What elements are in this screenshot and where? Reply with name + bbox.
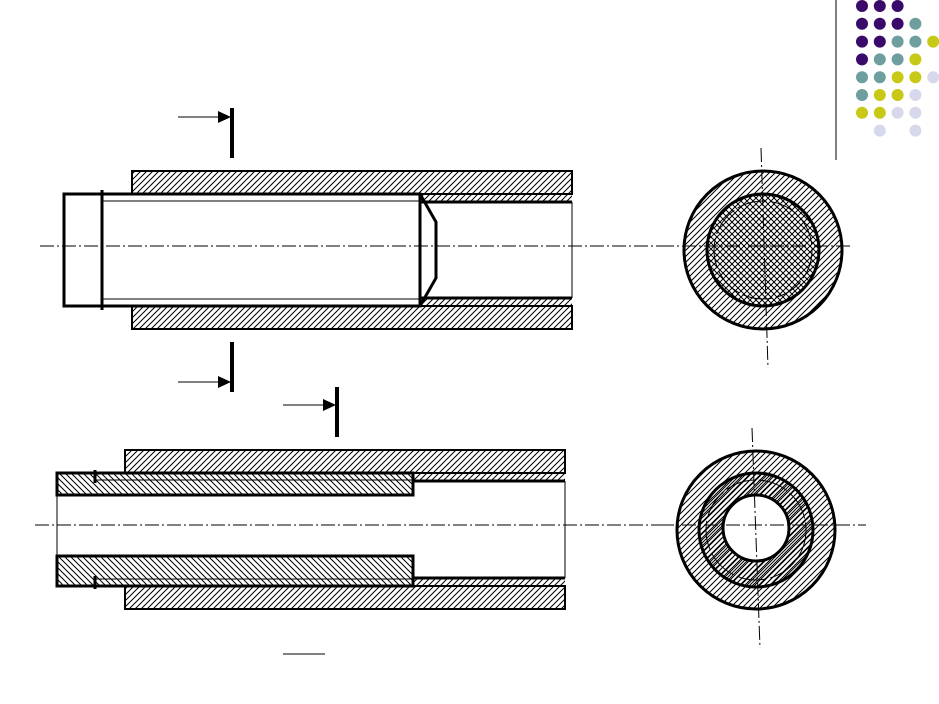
decor-dot [873, 124, 886, 137]
inner-tube-thread-circle [705, 479, 807, 581]
stud-chamfer [418, 193, 438, 307]
decor-dot [856, 35, 868, 48]
vertical-centerline-1 [760, 147, 769, 369]
bolt-in-sleeve-section [40, 108, 660, 392]
section-marker-third [283, 387, 339, 437]
inner-tube-bottom-wall [55, 554, 415, 588]
decor-dot [856, 53, 868, 66]
sleeve-thread-top [420, 194, 572, 202]
outer-sleeve-top-wall [124, 449, 566, 474]
decor-dot [909, 124, 922, 137]
decor-dot [909, 53, 922, 66]
decor-dot [891, 89, 904, 101]
decor-dot [909, 71, 922, 84]
decor-dot [891, 71, 904, 84]
decor-dot [891, 17, 904, 30]
section-marker-top [178, 108, 234, 158]
decor-dot [873, 89, 886, 101]
decor-dot [856, 89, 868, 101]
decor-dot [909, 106, 922, 119]
section-marker-bottom [178, 342, 234, 392]
decor-dot [873, 71, 886, 84]
stud-body [62, 192, 422, 308]
sleeve-top-wall [131, 170, 573, 195]
decor-dot [873, 53, 886, 66]
decor-dot [927, 71, 939, 84]
decor-dot [909, 35, 922, 48]
decor-dot [891, 0, 904, 12]
decorative-dot-grid [856, 0, 939, 137]
decor-dot [873, 17, 886, 30]
decor-dot [856, 17, 868, 30]
decor-dot [891, 53, 904, 66]
decor-dot [891, 35, 904, 48]
decor-dot [873, 106, 886, 119]
vertical-centerline-2 [751, 427, 761, 649]
stud-circle [705, 192, 821, 308]
decor-dot [891, 106, 904, 119]
decor-dot [909, 17, 922, 30]
sleeve-thread-bottom [420, 298, 572, 306]
decor-dot [873, 0, 886, 12]
decor-dot [927, 35, 939, 48]
decor-dot [856, 0, 868, 12]
tube-in-sleeve-end-view [660, 427, 866, 649]
inner-tube-top-wall [55, 471, 415, 497]
decor-dot [856, 71, 868, 84]
decor-dot [909, 89, 922, 101]
bolt-in-sleeve-end-view [660, 147, 850, 369]
sleeve-bottom-wall [131, 305, 573, 330]
tube-in-sleeve-section [35, 387, 660, 655]
decor-dot [873, 35, 886, 48]
decor-dot [856, 106, 868, 119]
outer-sleeve-bottom-wall [124, 585, 566, 610]
